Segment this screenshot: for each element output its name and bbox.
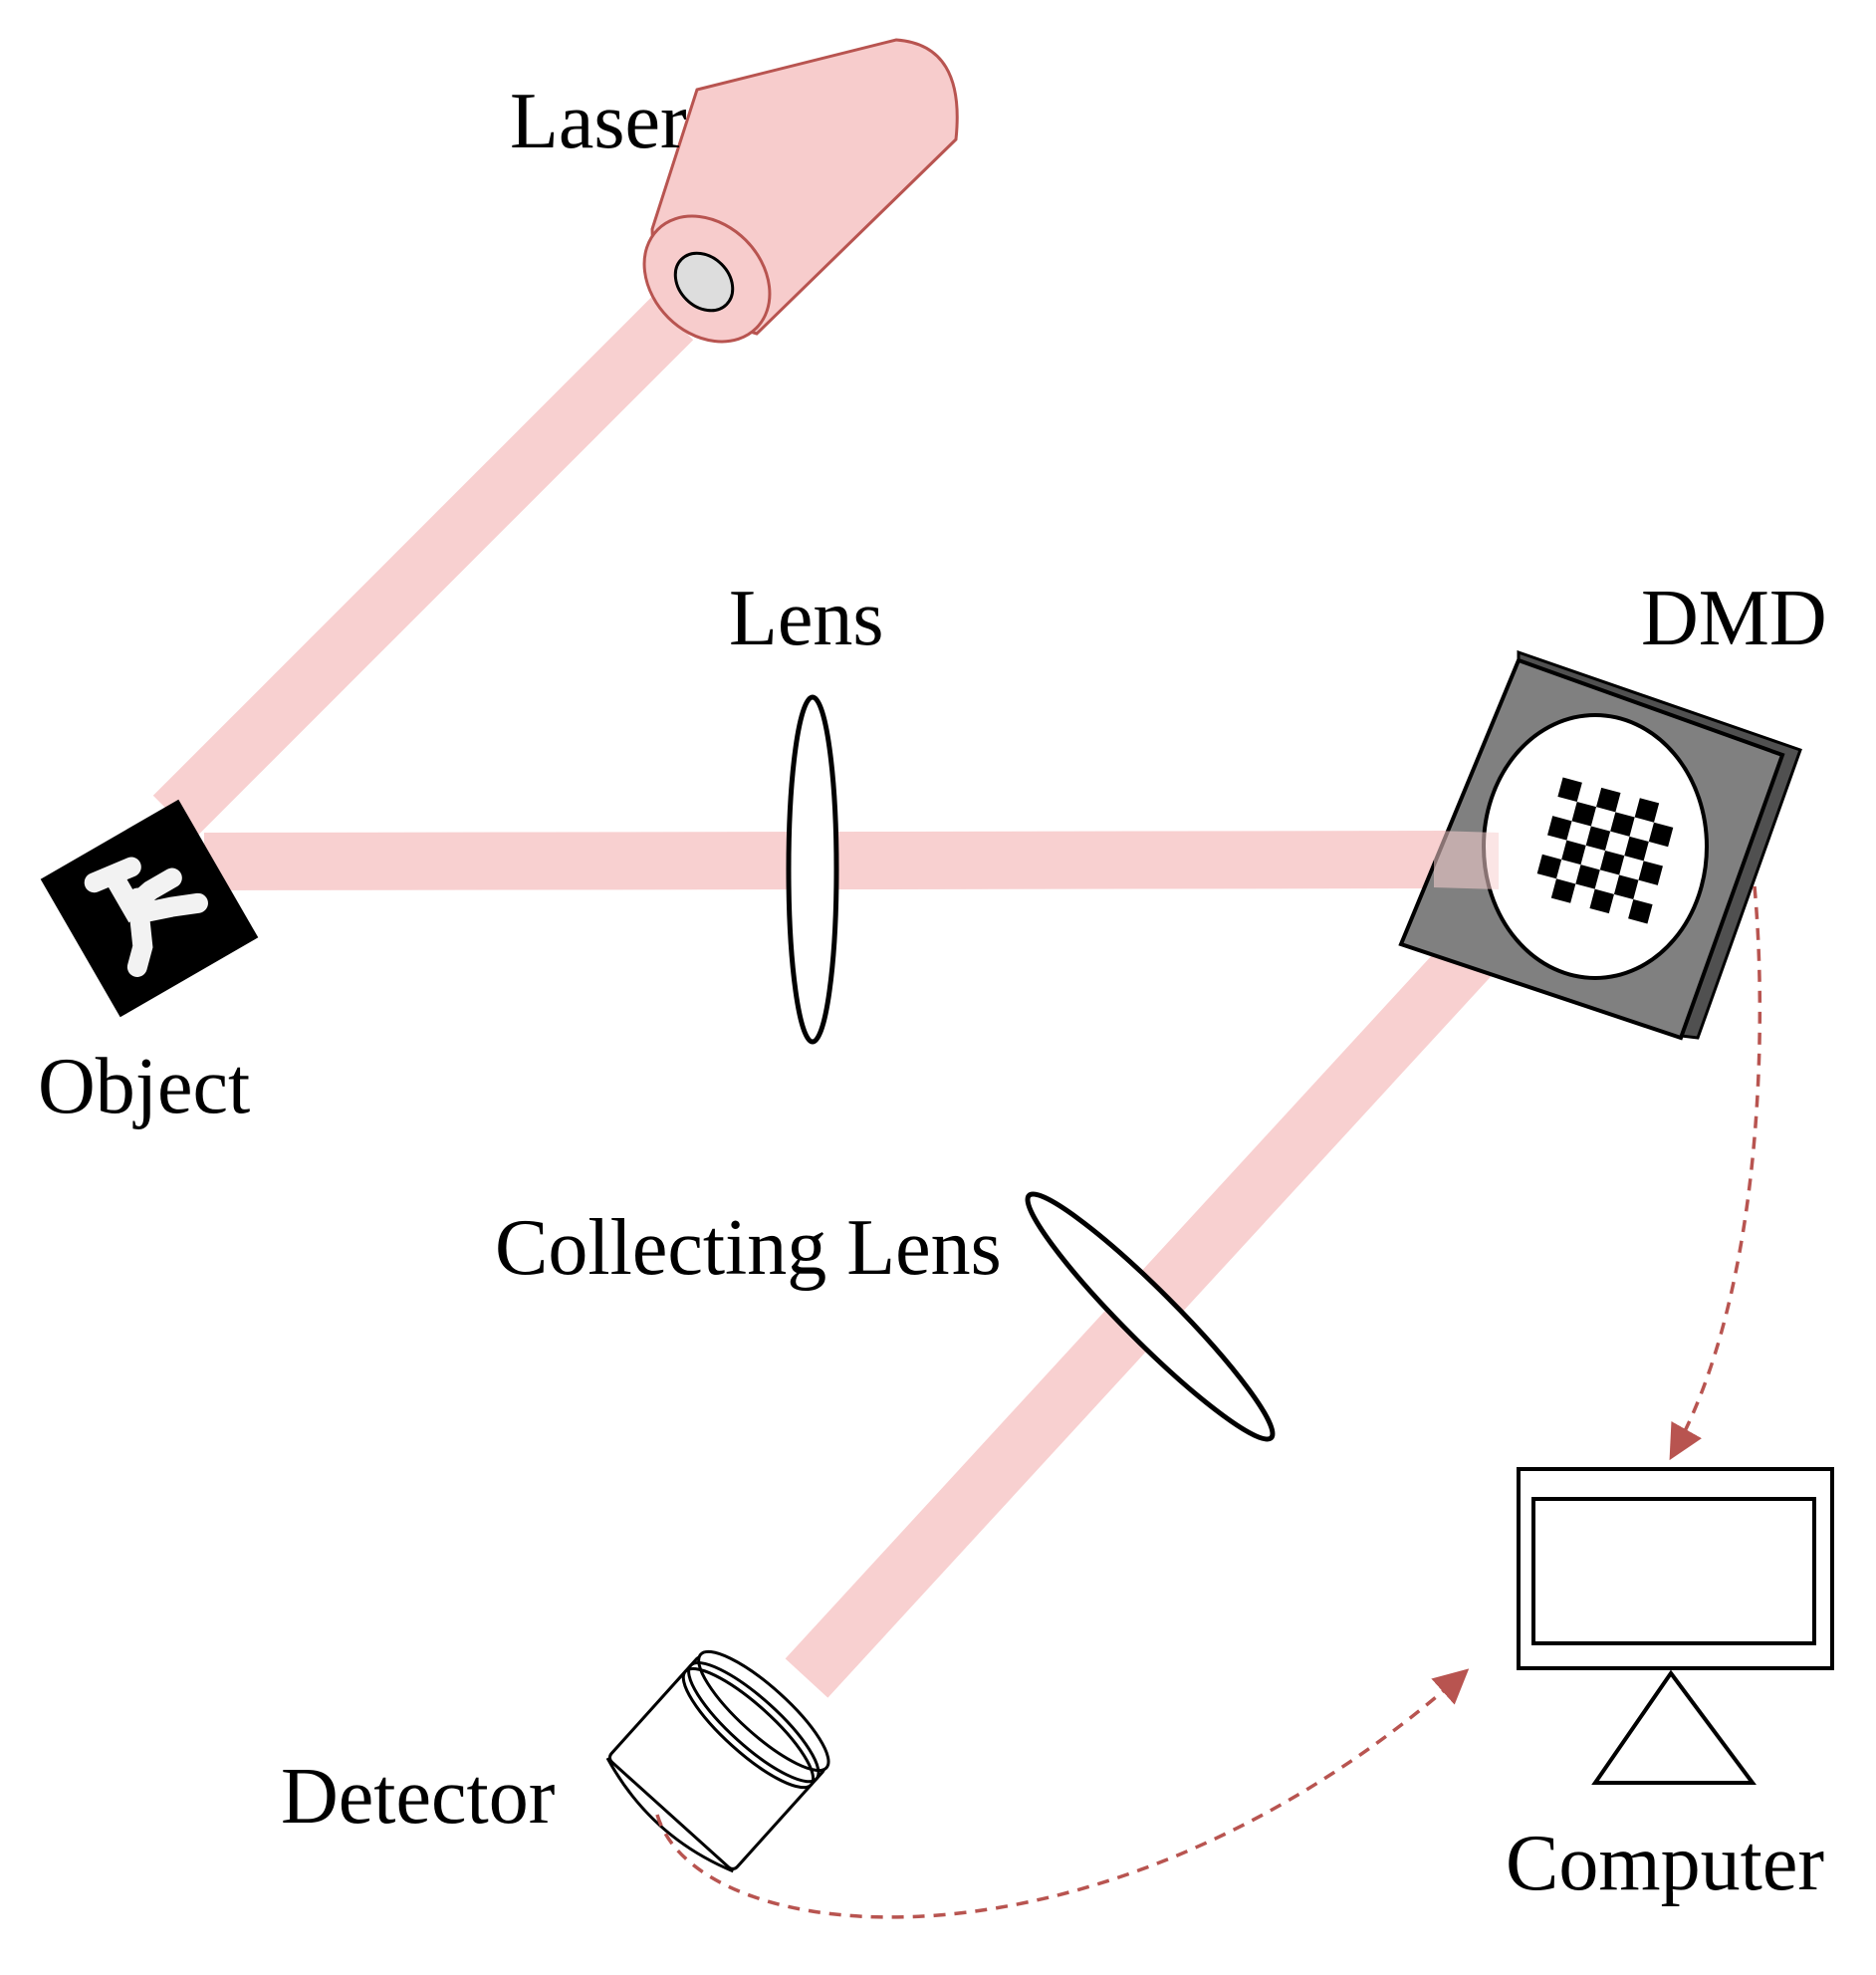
dmd-mirror-cell <box>1547 816 1572 841</box>
dmd-mirror-cell <box>1638 861 1663 885</box>
label-lens: Lens <box>729 575 884 662</box>
dmd-checkerboard-pattern <box>1536 777 1674 924</box>
dmd-mirror-cell <box>1575 864 1600 889</box>
light-beams <box>152 297 1511 1698</box>
label-object: Object <box>38 1043 250 1130</box>
dmd-mirror-cell <box>1624 836 1649 862</box>
dmd-mirror-cell <box>1599 851 1625 875</box>
beam-object-to-dmd <box>203 831 1495 890</box>
dmd-mirror-cell <box>1634 798 1660 823</box>
label-dmd: DMD <box>1641 575 1827 662</box>
monitor-icon <box>1517 1467 1834 1785</box>
dmd-mirror-cell <box>1557 777 1582 803</box>
checkerboard-mirror-array-icon <box>1398 649 1802 1041</box>
dmd-mirror-cell <box>1610 812 1635 837</box>
dmd-mirror-cell <box>1561 840 1586 865</box>
dmd-mirror-cell <box>1628 898 1653 924</box>
dmd-mirror-cell <box>1596 787 1621 813</box>
dmd-mirror-cell <box>1571 802 1597 827</box>
dmd-mirror-cell <box>1613 874 1639 899</box>
beam-overlay-on-dmd <box>1434 831 1499 889</box>
laser-cylinder-icon <box>642 38 959 344</box>
signal-arrow-dmd-to-computer <box>1669 885 1762 1461</box>
dmd-mirror-cell <box>1550 878 1576 903</box>
collecting-lens-icon <box>1025 1191 1276 1442</box>
lens-icon <box>786 694 839 1045</box>
label-collecting-lens: Collecting Lens <box>495 1204 1002 1292</box>
signal-arrow-detector-to-computer <box>655 1668 1470 1919</box>
label-laser: Laser <box>510 78 687 165</box>
label-detector: Detector <box>281 1753 555 1841</box>
handwritten-digit-object-icon <box>40 799 259 1018</box>
dmd-mirror-cell <box>1648 822 1674 848</box>
label-computer: Computer <box>1506 1820 1824 1907</box>
beam-laser-to-object <box>152 297 694 839</box>
dmd-mirror-cell <box>1536 854 1562 879</box>
dmd-mirror-cell <box>1589 888 1614 914</box>
dmd-mirror-cell <box>1585 826 1611 851</box>
